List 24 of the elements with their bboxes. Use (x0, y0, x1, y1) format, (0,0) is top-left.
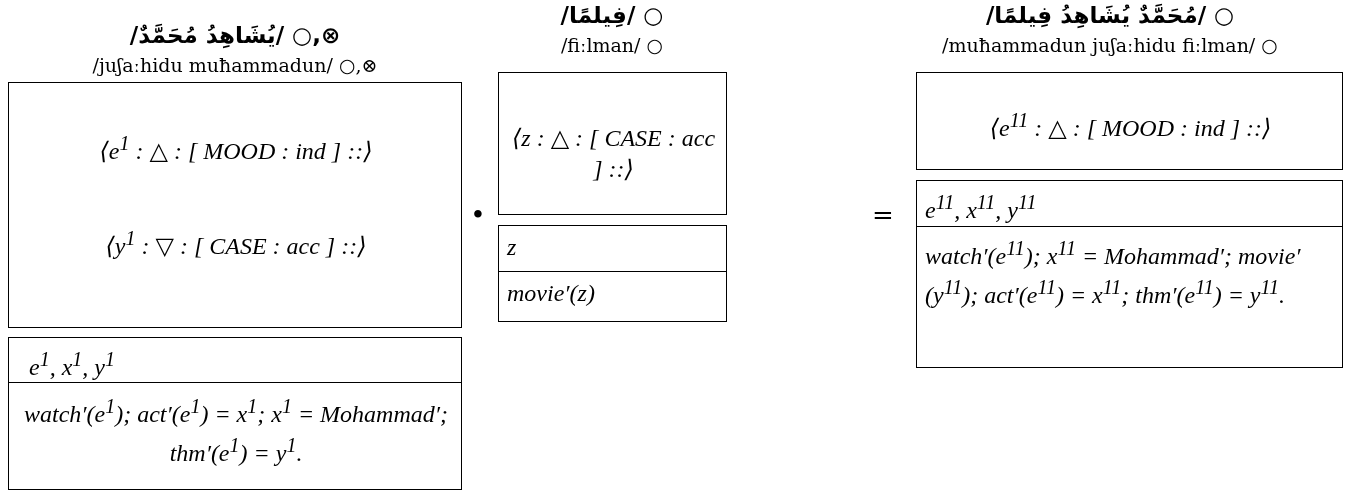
formula-text: watch′(e$^{11}$); x$^{11}$ = Mohammad′; movie′(y$^{11}$); act′(e$^{11}$) = x$^{11}$; thm′(e$^{11}$) = y$^{11}$. (924, 236, 1302, 310)
operator-symbol: = (872, 201, 894, 229)
formula-text: z (506, 233, 518, 262)
box (916, 180, 1343, 368)
formula-text: e$^{1}$, x$^{1}$, y$^{1}$ (28, 347, 116, 382)
formula-text: ⟨y$^{1}$ : ▽ : [ CASE : acc ] ::⟩ (104, 226, 368, 261)
formula-text: ⟨z : △ : [ CASE : acc ] ::⟩ (510, 124, 717, 184)
arabic-heading: ⊗,○ /يُشَاهِدُ مُحَمَّدٌ/ (129, 22, 341, 48)
transcription-heading: /juʃaːhidu muħammadun/ ○,⊗ (92, 54, 378, 76)
formula-text: ⟨e$^{1}$ : △ : [ MOOD : ind ] ::⟩ (98, 131, 374, 166)
formula-text: movie′(z) (506, 279, 596, 308)
box (498, 72, 727, 215)
box (8, 337, 462, 490)
formula-text: ⟨e$^{11}$ : △ : [ MOOD : ind ] ::⟩ (988, 108, 1273, 143)
formula-text: watch′(e$^{1}$); act′(e$^{1}$) = x$^{1}$; x$^{1}$ = Mohammad′; thm′(e$^{1}$) = y$^{1}$. (23, 394, 449, 468)
transcription-heading: /fiːlman/ ○ (560, 34, 664, 56)
arabic-heading: ○ /فِيلمًا/ (560, 2, 664, 28)
box (498, 225, 727, 322)
operator-symbol: • (470, 201, 486, 229)
box (916, 72, 1343, 170)
formula-text: e$^{11}$, x$^{11}$, y$^{11}$ (924, 190, 1038, 225)
transcription-heading: /muħammadun juʃaːhidu fiːlman/ ○ (942, 34, 1278, 56)
box (8, 82, 462, 328)
arabic-heading: ○ /مُحَمَّدٌ يُشَاهِدُ فِيلمًا/ (985, 2, 1235, 28)
